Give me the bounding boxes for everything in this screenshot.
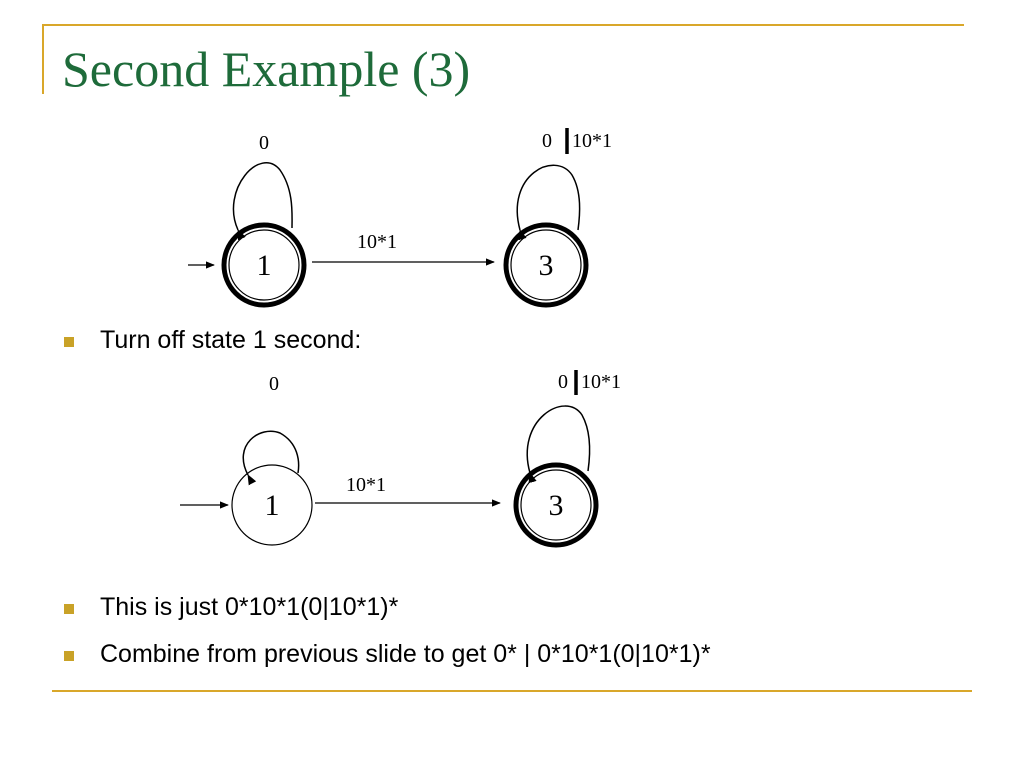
automaton-diagram-bottom: 1 0 10*1 3 0 10*1	[180, 370, 621, 548]
self-loop-3-label-right: 10*1	[581, 371, 621, 393]
top-rule	[42, 24, 964, 26]
state-3: 3	[503, 222, 589, 308]
bullet-2: This is just 0*10*1(0|10*1)*	[100, 593, 399, 621]
bottom-rule	[52, 690, 972, 692]
self-loop-3-label-right: 10*1	[572, 130, 612, 152]
bullet-marker-3	[64, 651, 74, 661]
left-rule	[42, 24, 44, 94]
bullet-1: Turn off state 1 second:	[100, 326, 362, 354]
state-1-label: 1	[265, 489, 280, 522]
edge-1-to-3-label: 10*1	[346, 474, 386, 496]
state-1: 1	[221, 222, 307, 308]
edge-1-to-3-label: 10*1	[357, 231, 397, 253]
self-loop-1	[242, 430, 300, 486]
bullet-3: Combine from previous slide to get 0* | …	[100, 640, 711, 668]
bullet-marker-1	[64, 337, 74, 347]
self-loop-1	[232, 162, 293, 241]
state-3-label: 3	[539, 249, 554, 282]
self-loop-1-label: 0	[259, 132, 269, 154]
self-loop-3	[516, 164, 581, 241]
state-1: 1	[231, 464, 313, 546]
slide-title: Second Example (3)	[62, 41, 471, 97]
automaton-diagram-top: 1 0 10*1 3 0 10*1	[188, 128, 612, 308]
self-loop-3-label-left: 0	[558, 371, 568, 393]
state-3-label: 3	[549, 489, 564, 522]
self-loop-1-label: 0	[269, 373, 279, 395]
state-3: 3	[513, 462, 599, 548]
self-loop-3	[526, 405, 591, 484]
state-1-label: 1	[257, 249, 272, 282]
bullet-marker-2	[64, 604, 74, 614]
self-loop-3-label-left: 0	[542, 130, 552, 152]
